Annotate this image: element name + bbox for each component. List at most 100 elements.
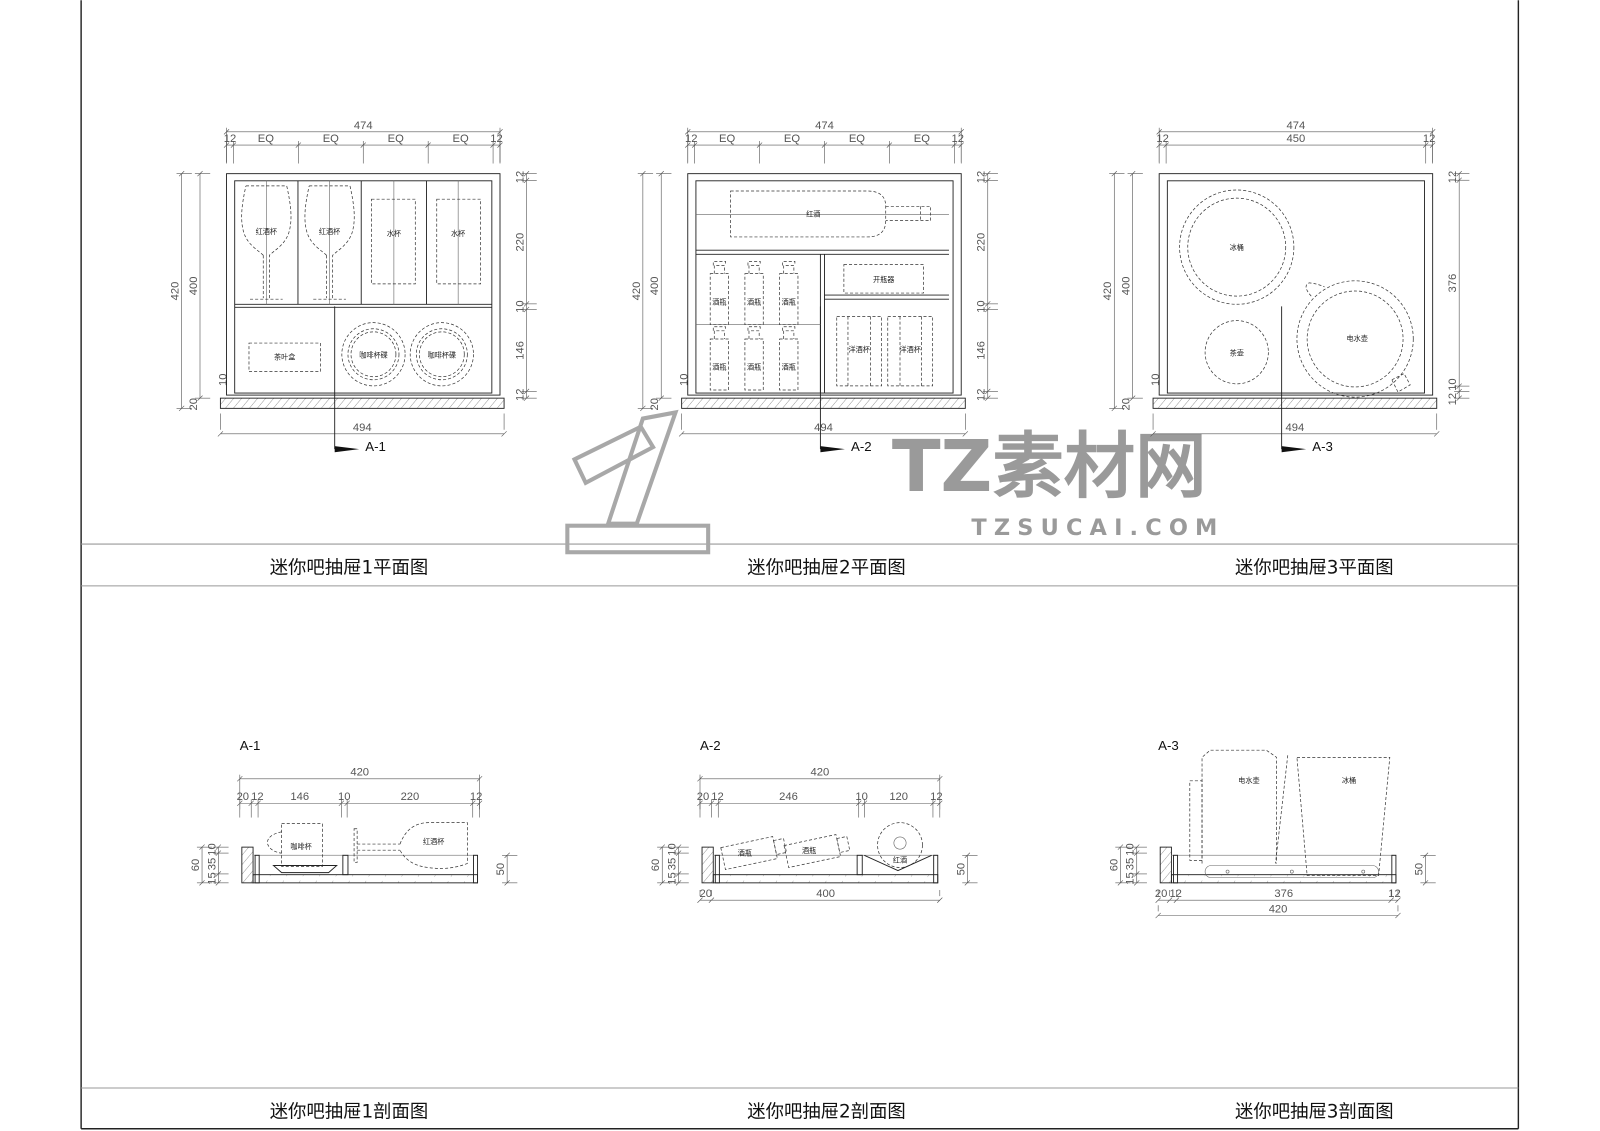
drawer-bottom <box>1170 874 1397 884</box>
liquor-bottle-outline <box>779 261 799 326</box>
dimension-label: 60 <box>1108 859 1120 871</box>
section-arrow-icon <box>1281 446 1307 453</box>
dimension-label: 494 <box>353 422 372 434</box>
liquor-bottle-outline <box>744 326 764 391</box>
dimension-label: 15 <box>667 872 679 884</box>
dimension-label: 494 <box>1286 422 1305 434</box>
dimension-label: EQ <box>323 133 339 145</box>
panel-gap-label: 10 <box>218 374 230 386</box>
section-arrow-icon <box>334 446 360 453</box>
dimension-label: 12 <box>251 791 263 803</box>
section-mark: A-1 <box>240 738 261 753</box>
dimension-label: 12 <box>1388 888 1400 900</box>
dimension-label: 10 <box>976 300 988 312</box>
dimension-label: 10 <box>206 843 218 855</box>
dimension-label: 60 <box>650 859 662 871</box>
water-cup-outline <box>436 198 481 285</box>
item-label: 水杯 <box>451 229 465 238</box>
dimension-label: 420 <box>1102 282 1114 301</box>
dimension-label: 400 <box>1121 277 1133 296</box>
drawer-front-panel <box>1159 846 1172 884</box>
item-label: 冰桶 <box>1342 776 1356 785</box>
dimension-label: 146 <box>514 341 526 360</box>
coffee-cup-saucer <box>409 322 474 387</box>
dimension-label: 20 <box>697 791 709 803</box>
item-label: 茶壶 <box>1230 348 1244 357</box>
base-height-label: 20 <box>188 398 200 410</box>
section-1-title: 迷你吧抽屉1剖面图 <box>270 1102 429 1123</box>
dimension-label: EQ <box>453 133 469 145</box>
item-label: 红酒杯 <box>256 227 277 236</box>
liquor-glass-outline <box>887 316 934 387</box>
drawer-side <box>254 854 260 884</box>
section-2-title: 迷你吧抽屉2剖面图 <box>747 1102 906 1123</box>
wine-glass-outline <box>304 185 355 300</box>
drawer-bottom <box>252 874 479 884</box>
drawer-front-panel <box>701 846 714 884</box>
item-label: 茶叶盒 <box>274 352 295 361</box>
drawer-outer <box>687 173 962 396</box>
dimension-label: 10 <box>855 791 867 803</box>
dimension-label: 494 <box>814 422 833 434</box>
dimension-label: 35 <box>1125 858 1137 870</box>
watermark: TZ素材网 TZSUCAI.COM <box>565 409 1217 555</box>
dimension-label: 12 <box>976 171 988 183</box>
dimension-label: 12 <box>1169 888 1181 900</box>
dimension-label: 60 <box>190 859 202 871</box>
water-cup-outline <box>371 198 416 285</box>
dimension-label: 420 <box>1269 903 1288 915</box>
dimension-label: 246 <box>779 791 798 803</box>
dimension-label: 220 <box>976 233 988 252</box>
liquor-bottle-outline <box>779 326 799 391</box>
dimension-label: 12 <box>514 389 526 401</box>
electric-kettle-outline <box>1296 280 1414 398</box>
item-label: 水杯 <box>387 229 401 238</box>
section-mark: A-3 <box>1158 738 1179 753</box>
dimension-label: 420 <box>811 767 830 779</box>
dimension-label: 12 <box>1447 171 1459 183</box>
drawer-outer <box>1158 173 1434 396</box>
tea-box-outline <box>248 342 321 372</box>
ice-bucket-outline <box>1296 756 1391 877</box>
dimension-label: 400 <box>816 888 835 900</box>
sheet-frame <box>80 0 1520 1130</box>
saucer <box>272 865 338 874</box>
item-label: 电水壶 <box>1346 334 1367 343</box>
item-label: 酒瓶 <box>738 848 752 857</box>
section-mark: A-2 <box>700 738 721 753</box>
dimension-label: 450 <box>1287 133 1306 145</box>
drawer-inner <box>234 180 493 394</box>
dimension-label: 35 <box>206 858 218 870</box>
dimension-label: 12 <box>976 389 988 401</box>
wine-bottle-end-outline <box>877 822 923 868</box>
item-label: 洋酒杯 <box>900 345 921 354</box>
section-2-contents: 酒瓶 酒瓶 红酒 <box>720 822 932 876</box>
plan-3-title: 迷你吧抽屉3平面图 <box>1235 558 1394 579</box>
dimension-label: 12 <box>685 133 697 145</box>
item-label: 红酒杯 <box>423 837 444 846</box>
dimension-label: 12 <box>952 133 964 145</box>
item-label: 红酒 <box>893 855 907 864</box>
item-label: 酒瓶 <box>802 846 816 855</box>
watermark-logo-icon <box>565 409 711 555</box>
item-label: 酒瓶 <box>712 363 726 372</box>
coffee-cup-outline <box>266 823 323 867</box>
item-label: 红酒 <box>806 210 820 219</box>
dimension-label: 474 <box>815 120 834 132</box>
item-label: 酒瓶 <box>782 363 796 372</box>
ice-bucket-outline <box>1179 189 1295 305</box>
drawer-outer <box>226 173 501 396</box>
liquor-glass-outline <box>836 316 882 387</box>
dimension-label: 12 <box>711 791 723 803</box>
dimension-label: 12 <box>514 171 526 183</box>
item-label: 酒瓶 <box>712 297 726 306</box>
item-label: 开瓶器 <box>873 275 894 284</box>
section-arrow-icon <box>820 446 845 453</box>
dimension-label: 220 <box>514 233 526 252</box>
